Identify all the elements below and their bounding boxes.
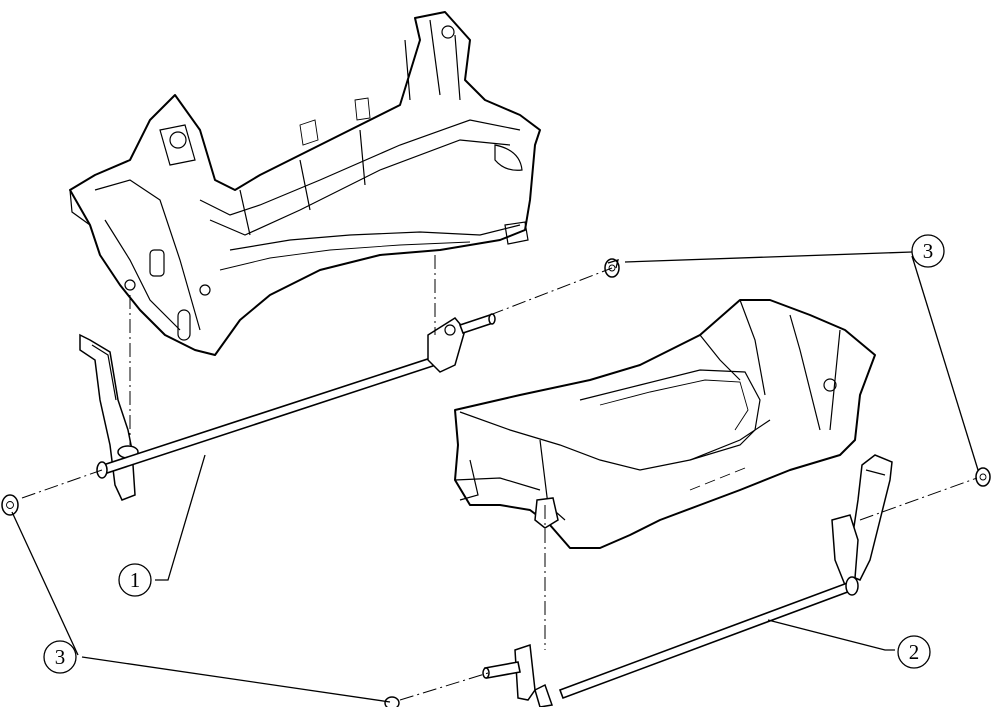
upper-housing bbox=[69, 11, 541, 356]
callout-1-label: 1 bbox=[130, 568, 141, 592]
callout-2: 2 bbox=[897, 635, 931, 669]
callout-3-bottom-left-label: 3 bbox=[55, 645, 66, 669]
callout-3-top-right: 3 bbox=[911, 234, 945, 268]
left-rod-assembly bbox=[79, 313, 496, 501]
assembly-center-lines bbox=[21, 255, 978, 701]
callout-3-bottom-left: 3 bbox=[43, 640, 77, 674]
callout-1: 1 bbox=[118, 563, 152, 597]
fastener-right bbox=[975, 467, 991, 487]
lower-housing bbox=[454, 299, 876, 549]
callout-2-label: 2 bbox=[909, 640, 920, 664]
callout-3-top-right-label: 3 bbox=[923, 239, 934, 263]
leader-lines bbox=[11, 251, 979, 703]
right-rod-assembly bbox=[482, 454, 893, 707]
clip-lower-housing bbox=[534, 497, 559, 529]
fastener-bottom bbox=[384, 696, 400, 707]
fastener-left bbox=[1, 494, 19, 516]
